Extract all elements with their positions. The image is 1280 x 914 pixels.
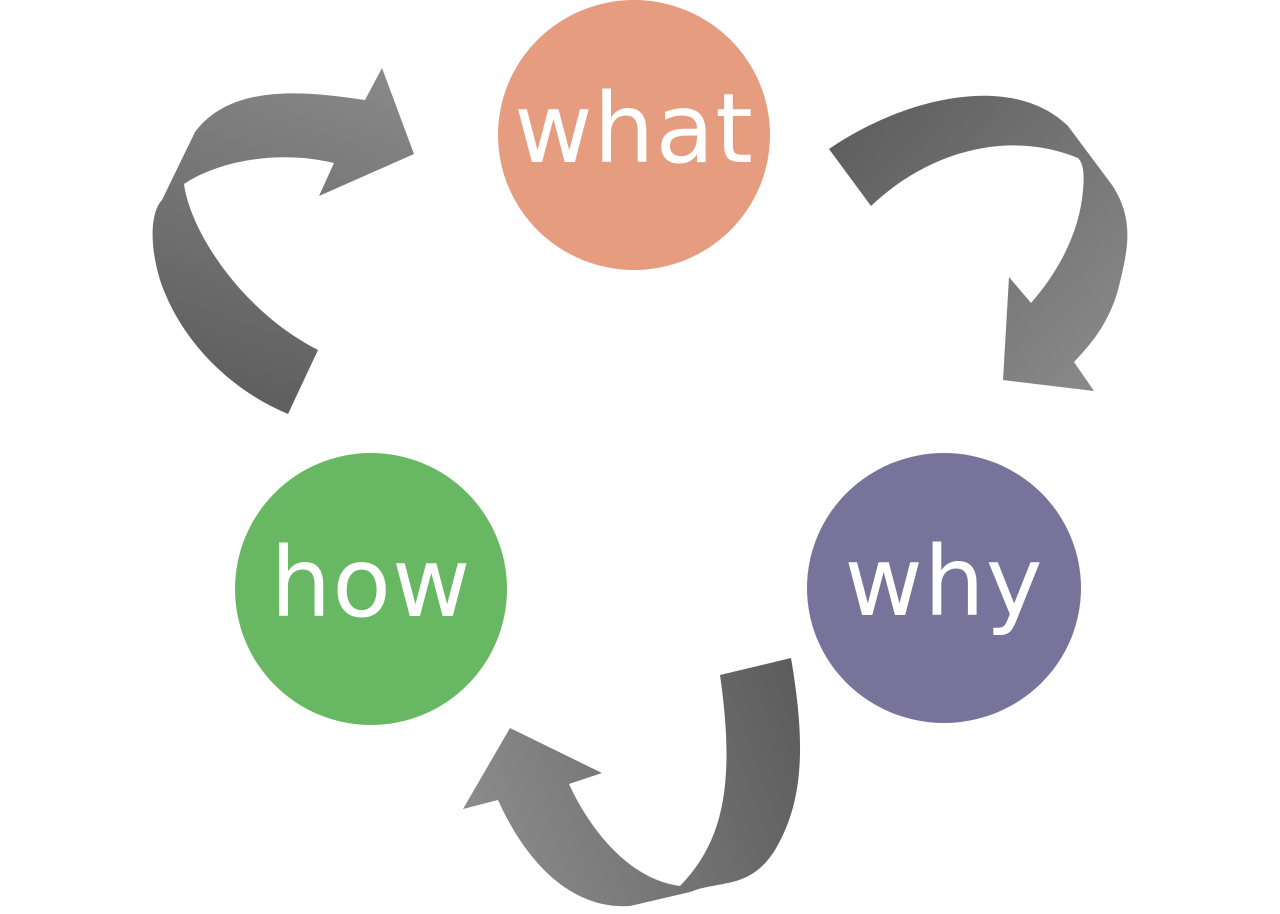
what-node: what [498, 0, 770, 270]
arrow-why-to-how [463, 658, 801, 907]
arrow-what-to-why [829, 95, 1128, 391]
why-node: why [807, 453, 1081, 723]
why-label: why [844, 526, 1044, 638]
how-node: how [235, 453, 507, 725]
arrow-how-to-what [152, 68, 415, 414]
how-label: how [270, 527, 472, 639]
what-label: what [514, 73, 754, 185]
